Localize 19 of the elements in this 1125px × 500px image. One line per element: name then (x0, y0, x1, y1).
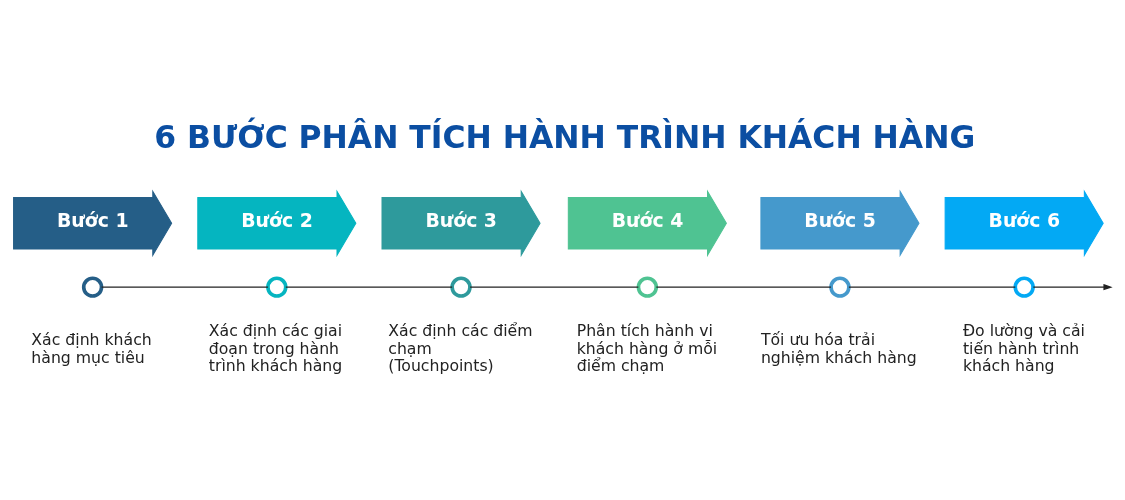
node-label: Xác định khách hàng mục tiêu (31, 329, 152, 366)
node-label: Phân tích hành vi khách hàng ở mỗi điểm chạm (576, 320, 718, 375)
node-circle (829, 275, 851, 298)
node-label: Tối ưu hóa trải nghiệm khách hàng (760, 329, 917, 366)
connector (655, 285, 832, 288)
connector (285, 285, 453, 288)
node-label: Xác định các giai đoạn trong hành trình khách hàng (208, 320, 343, 375)
node-circle (450, 275, 472, 298)
connector (848, 285, 1016, 288)
arrow (1032, 283, 1113, 290)
node-circle (1013, 275, 1035, 298)
node-circle (266, 275, 288, 298)
node-label: Xác định các điểm chạm (Touchpoints) (388, 320, 533, 375)
node-circle (81, 275, 104, 298)
diagram-title: 6 BƯỚC PHÂN TÍCH HÀNH TRÌNH KHÁCH HÀNG (154, 118, 976, 155)
node-label: Đo lường và cải tiến hành trình khách hàng (962, 320, 1085, 375)
connector (469, 285, 640, 288)
connector (100, 285, 269, 288)
node-circle (636, 275, 659, 298)
